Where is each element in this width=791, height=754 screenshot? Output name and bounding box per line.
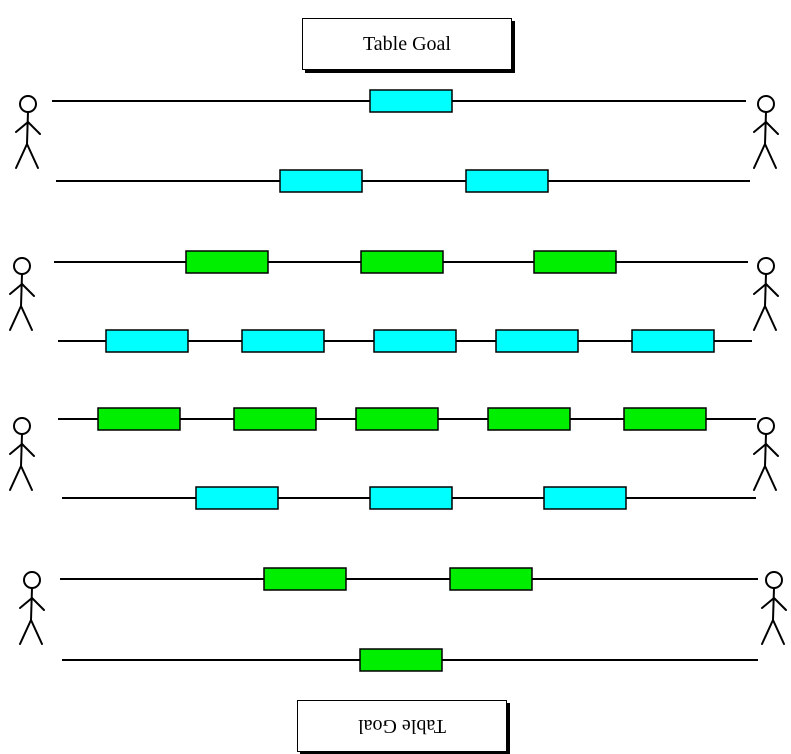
- stick-figure-icon: [15, 95, 41, 169]
- rod-player-block: [369, 89, 453, 113]
- rod-player-block: [233, 407, 317, 431]
- rod-player-block: [373, 329, 457, 353]
- stick-figure-icon: [9, 257, 35, 331]
- stick-figure-icon: [753, 417, 779, 491]
- rod-6: [62, 486, 756, 510]
- rods-layer: [52, 89, 758, 672]
- stick-figure-icon: [753, 95, 779, 169]
- rod-4: [58, 329, 752, 353]
- rod-player-block: [623, 407, 707, 431]
- top-goal-box: Table Goal: [302, 18, 512, 70]
- rod-player-block: [185, 250, 269, 274]
- rod-player-block: [263, 567, 347, 591]
- rod-player-block: [465, 169, 549, 193]
- rod-player-block: [533, 250, 617, 274]
- rod-3: [54, 250, 748, 274]
- rod-2: [56, 169, 750, 193]
- rod-player-block: [369, 486, 453, 510]
- rod-player-block: [487, 407, 571, 431]
- rod-player-block: [105, 329, 189, 353]
- rod-1: [52, 89, 746, 113]
- rod-player-block: [360, 250, 444, 274]
- stick-figure-icon: [753, 257, 779, 331]
- rod-player-block: [359, 648, 443, 672]
- bottom-goal-label: Table Goal: [358, 715, 447, 738]
- rod-player-block: [97, 407, 181, 431]
- stick-figures-layer: [9, 95, 787, 645]
- stick-figure-icon: [761, 571, 787, 645]
- bottom-goal-box: Table Goal: [297, 700, 507, 752]
- rod-player-block: [241, 329, 325, 353]
- rod-player-block: [495, 329, 579, 353]
- rod-player-block: [279, 169, 363, 193]
- rod-player-block: [543, 486, 627, 510]
- rod-player-block: [631, 329, 715, 353]
- rod-8: [62, 648, 758, 672]
- rod-player-block: [355, 407, 439, 431]
- rod-5: [58, 407, 756, 431]
- rod-player-block: [449, 567, 533, 591]
- rod-7: [60, 567, 758, 591]
- stick-figure-icon: [19, 571, 45, 645]
- top-goal-label: Table Goal: [362, 32, 451, 55]
- stick-figure-icon: [9, 417, 35, 491]
- rod-player-block: [195, 486, 279, 510]
